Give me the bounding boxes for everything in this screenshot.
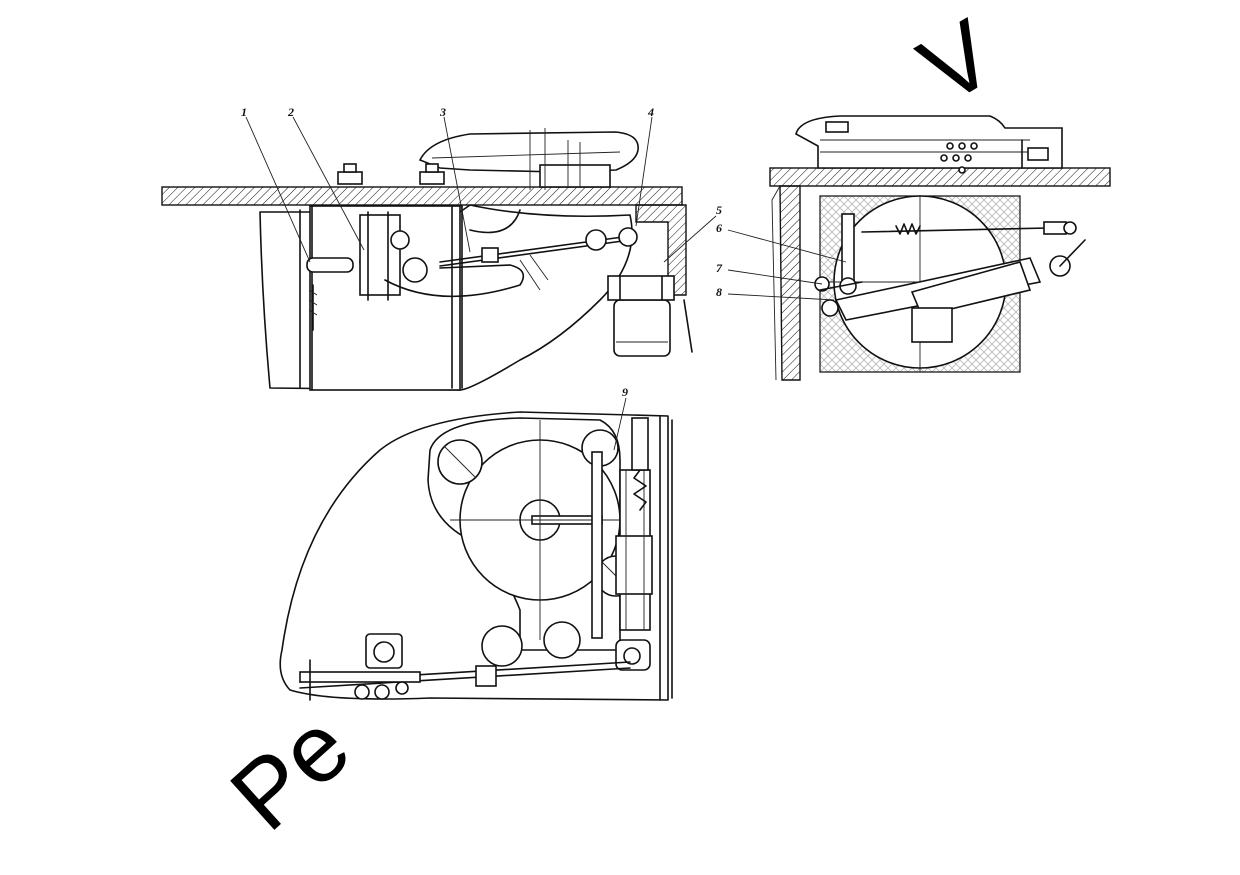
- callout-labels: 1 2 3 4 5 6 7 8 9: [241, 105, 723, 399]
- top-right-view: [727, 115, 1111, 381]
- cover-lid: [418, 131, 639, 173]
- bolt-cluster: [940, 142, 978, 174]
- return-spring: [861, 227, 1049, 233]
- callout-leader-9: [613, 397, 627, 451]
- cover-housing: [795, 115, 1063, 169]
- pull-rod: [591, 451, 603, 639]
- mounting-plate: [161, 186, 683, 206]
- top-left-view: [161, 116, 717, 391]
- bottom-lever: [299, 633, 421, 701]
- callout-9: 9: [622, 385, 628, 399]
- callout-5: 5: [716, 203, 722, 217]
- callout-7: 7: [716, 261, 723, 275]
- bottom-view: [279, 397, 673, 701]
- bolt: [337, 163, 363, 185]
- top-right-plate: [769, 167, 1111, 187]
- callout-4: 4: [647, 105, 654, 119]
- callout-1: 1: [241, 105, 247, 119]
- housing-outline: [259, 204, 633, 391]
- callout-6: 6: [716, 221, 722, 235]
- watermark-bottom: Pe: [211, 693, 370, 851]
- housing-outline: [279, 411, 669, 701]
- actuator-cylinder: [834, 239, 1086, 343]
- callout-8: 8: [716, 285, 722, 299]
- callout-3: 3: [439, 105, 446, 119]
- callout-2: 2: [287, 105, 294, 119]
- oil-cup: [613, 299, 671, 357]
- watermark-top: V: [903, 0, 1012, 124]
- bolt: [419, 163, 445, 185]
- callout-leaders-top-left: [245, 116, 717, 263]
- callout-leaders-top-right: [727, 229, 847, 301]
